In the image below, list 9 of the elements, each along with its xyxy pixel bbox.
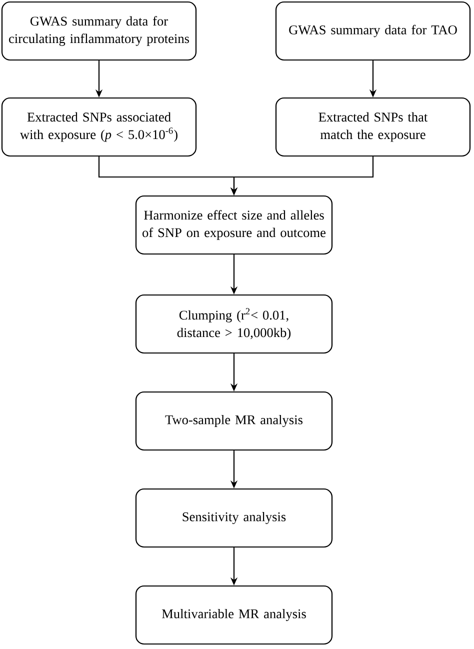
process-box: Extracted SNPs associated with exposure (p < 5.0×10$^{-6}$) bbox=[1, 97, 197, 157]
process-box: GWAS summary data for TAO bbox=[275, 1, 471, 61]
process-box: Multivariable MR analysis bbox=[135, 585, 333, 645]
process-box: Two-sample MR analysis bbox=[135, 391, 333, 451]
process-box: Clumping (r$^{2}$< 0.01, distance > 10,000kb) bbox=[135, 294, 333, 354]
process-box: GWAS summary data for circulating inflammatory proteins bbox=[1, 1, 197, 61]
process-box: Harmonize effect size and alleles of SNP on exposure and outcome bbox=[135, 195, 333, 255]
process-box: Extracted SNPs that match the exposure bbox=[275, 97, 471, 157]
process-box: Sensitivity analysis bbox=[135, 488, 333, 548]
